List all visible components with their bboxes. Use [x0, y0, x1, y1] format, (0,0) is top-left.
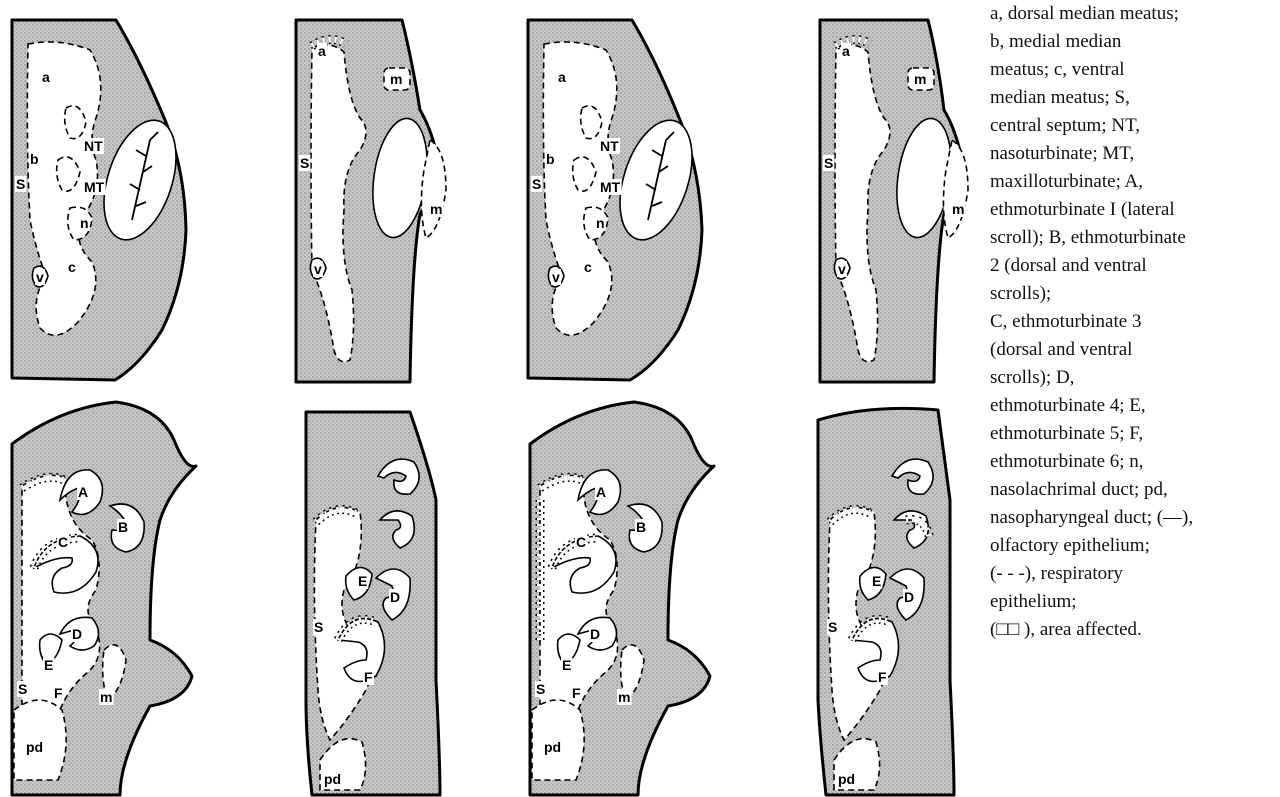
label-m: m [390, 71, 402, 87]
label-D: D [390, 589, 400, 605]
legend-line: scroll); B, ethmoturbinate [990, 224, 1280, 252]
label-D: D [590, 626, 600, 642]
label-MT: MT [600, 179, 621, 195]
label-A: A [78, 484, 88, 500]
label-F: F [572, 685, 581, 701]
label-S: S [300, 155, 309, 171]
legend-line: olfactory epithelium; [990, 532, 1280, 560]
label-n: n [80, 215, 89, 231]
label-A: A [596, 484, 606, 500]
legend-line: meatus; c, ventral [990, 56, 1280, 84]
label-b: b [30, 151, 39, 167]
label-B: B [118, 519, 128, 535]
legend-line: 2 (dorsal and ventral [990, 252, 1280, 280]
panel-7: A B C D E S F m pd [530, 402, 714, 795]
legend-line: b, medial median [990, 28, 1280, 56]
label-F: F [878, 669, 887, 685]
label-S: S [314, 619, 323, 635]
label-S: S [536, 681, 545, 697]
label-B: B [636, 519, 646, 535]
panel-6: E D S F pd [306, 412, 440, 795]
label-v: v [838, 261, 846, 277]
label-a: a [42, 69, 50, 85]
legend-line: nasoturbinate; MT, [990, 140, 1280, 168]
label-a: a [558, 69, 566, 85]
label-c: c [584, 259, 592, 275]
label-a: a [842, 43, 850, 59]
legend-line: (dorsal and ventral [990, 336, 1280, 364]
label-E: E [872, 573, 881, 589]
label-D: D [904, 589, 914, 605]
label-c: c [68, 259, 76, 275]
legend-line: nasopharyngeal duct; (—), [990, 504, 1280, 532]
legend-line: scrolls); D, [990, 364, 1280, 392]
panel-2: a m S m v [296, 20, 446, 382]
label-b: b [546, 151, 555, 167]
label-m: m [100, 689, 112, 705]
label-pd: pd [838, 771, 855, 787]
label-NT: NT [84, 138, 103, 154]
label-m-lower: m [430, 201, 442, 217]
label-a: a [318, 43, 326, 59]
label-C: C [576, 534, 586, 550]
legend-line: ethmoturbinate 5; F, [990, 420, 1280, 448]
legend-line: nasolachrimal duct; pd, [990, 476, 1280, 504]
panel-8: E D S F pd [818, 408, 954, 795]
label-S: S [16, 176, 25, 192]
legend-line: maxilloturbinate; A, [990, 168, 1280, 196]
label-NT: NT [600, 138, 619, 154]
label-pd: pd [544, 739, 561, 755]
label-m: m [914, 71, 926, 87]
label-S: S [828, 619, 837, 635]
label-pd: pd [26, 739, 43, 755]
legend-line: ethmoturbinate I (lateral [990, 196, 1280, 224]
legend-line: ethmoturbinate 6; n, [990, 448, 1280, 476]
legend-line: (- - -), respiratory [990, 560, 1280, 588]
panel-5: A B C D E S F m pd [12, 402, 196, 795]
label-E: E [358, 573, 367, 589]
label-F: F [364, 669, 373, 685]
label-pd: pd [324, 771, 341, 787]
label-S: S [18, 681, 27, 697]
panel-4: a m S m v [820, 20, 968, 382]
label-E: E [562, 657, 571, 673]
legend-line: scrolls); [990, 280, 1280, 308]
panel-1: a b S NT MT n c v [12, 20, 190, 380]
legend-line: C, ethmoturbinate 3 [990, 308, 1280, 336]
label-m-lower: m [952, 201, 964, 217]
legend-line: epithelium; [990, 588, 1280, 616]
label-v: v [314, 261, 322, 277]
label-S: S [824, 155, 833, 171]
label-m: m [618, 689, 630, 705]
label-F: F [54, 685, 63, 701]
label-S: S [532, 176, 541, 192]
legend-line: median meatus; S, [990, 84, 1280, 112]
panel-3: a b S NT MT n c v [528, 20, 706, 380]
label-v: v [552, 269, 560, 285]
label-n: n [596, 215, 605, 231]
legend-line: central septum; NT, [990, 112, 1280, 140]
legend-line: a, dorsal median meatus; [990, 0, 1280, 28]
figure-legend: a, dorsal median meatus; b, medial media… [990, 0, 1280, 644]
label-D: D [72, 626, 82, 642]
label-MT: MT [84, 179, 105, 195]
legend-line: ethmoturbinate 4; E, [990, 392, 1280, 420]
legend-line: (□□ ), area affected. [990, 616, 1280, 644]
label-C: C [58, 534, 68, 550]
label-E: E [44, 657, 53, 673]
label-v: v [36, 269, 44, 285]
